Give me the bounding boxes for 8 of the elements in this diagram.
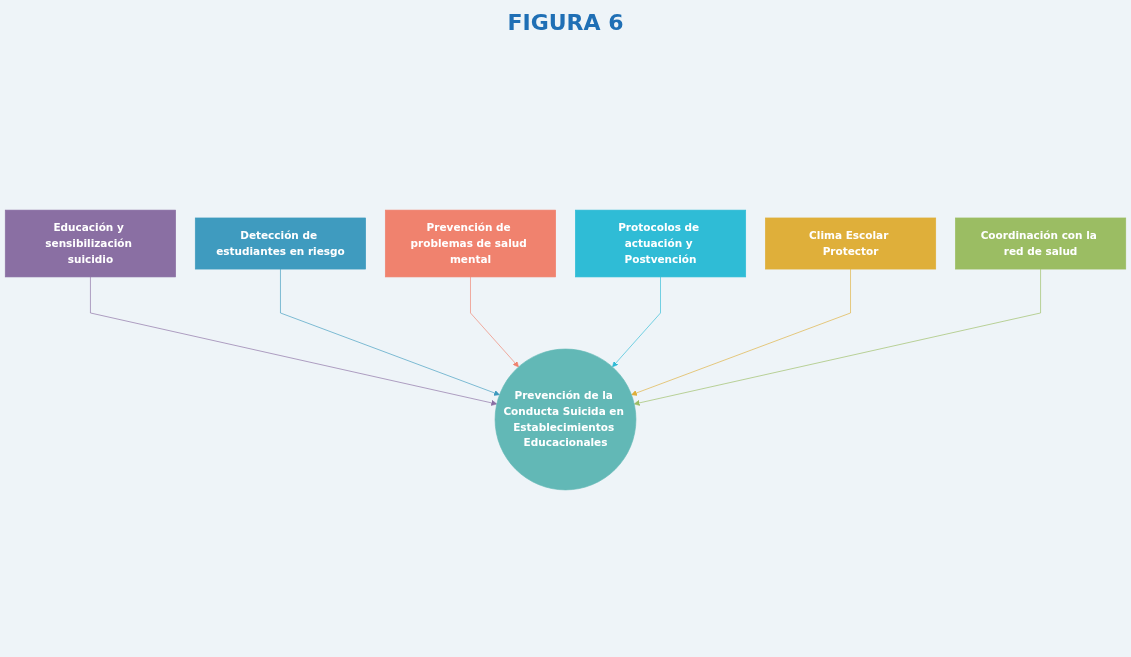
node-box: Clima Escolar Protector xyxy=(765,217,937,270)
node-box: Protocolos de actuación y Postvención xyxy=(575,209,747,278)
node-box: Detección de estudiantes en riesgo xyxy=(194,217,366,270)
node-box: Coordinación con la red de salud xyxy=(955,217,1127,270)
figure-title: FIGURA 6 xyxy=(506,10,625,35)
node-box: Prevención de problemas de salud mental xyxy=(384,209,556,278)
node-box: Educación y sensibilización suicidio xyxy=(4,209,176,278)
node-circle: Prevención de la Conducta Suicida en Establecimientos Educacionales xyxy=(494,348,637,491)
